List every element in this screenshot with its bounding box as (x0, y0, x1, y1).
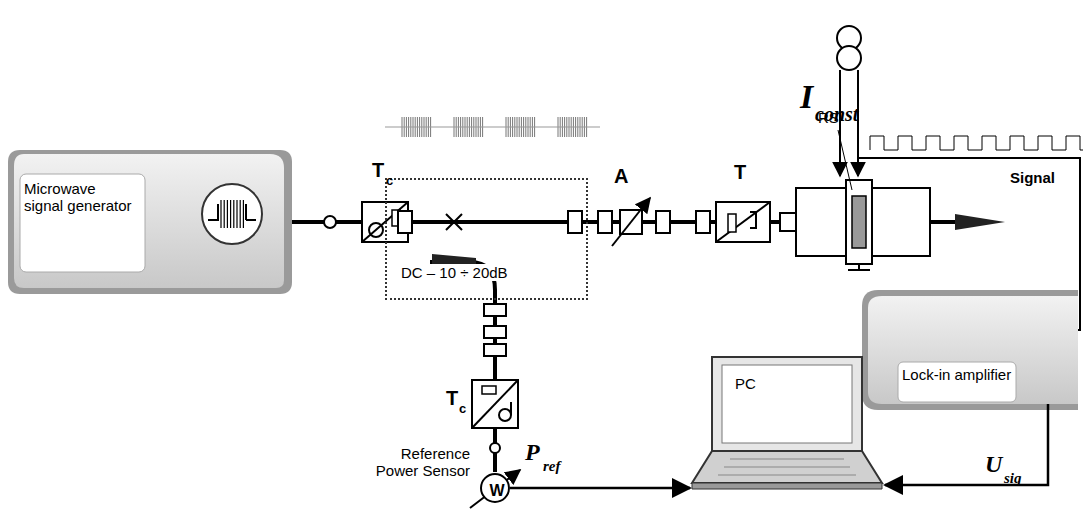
part-label: U (985, 452, 1002, 476)
part-label: T (372, 160, 384, 180)
laptop-outline (690, 355, 885, 493)
signal-connector (885, 404, 1048, 485)
node-label: W (482, 482, 512, 500)
laptop-pc: PC (690, 355, 885, 493)
power-sensor: Reference Power SensorW (480, 473, 510, 503)
node-label: Microwave signal generator (24, 180, 134, 215)
generator-box: Microwave signal generator (8, 150, 293, 295)
part-label: c (386, 174, 393, 187)
signal-connector (510, 487, 690, 490)
part-label: ref (543, 459, 561, 474)
node-label: Reference Power Sensor (370, 445, 470, 480)
part-label: sig (1004, 471, 1022, 486)
part-label: c (459, 402, 466, 415)
part-label: T (446, 388, 458, 408)
part-label: A (614, 166, 628, 186)
node-label: Lock-in amplifier (902, 366, 1012, 383)
coupler-group: DC – 10 ÷ 20dB (385, 178, 588, 300)
node-label: DC – 10 ÷ 20dB (399, 264, 510, 281)
node-label: PC (735, 375, 756, 392)
part-label: I (800, 80, 813, 114)
part-label: T (734, 162, 746, 182)
part-label: P (525, 440, 540, 464)
lock-in-box: Lock-in amplifier (868, 296, 1078, 404)
part-label: const (815, 104, 858, 124)
part-label: Signal (1010, 170, 1055, 185)
